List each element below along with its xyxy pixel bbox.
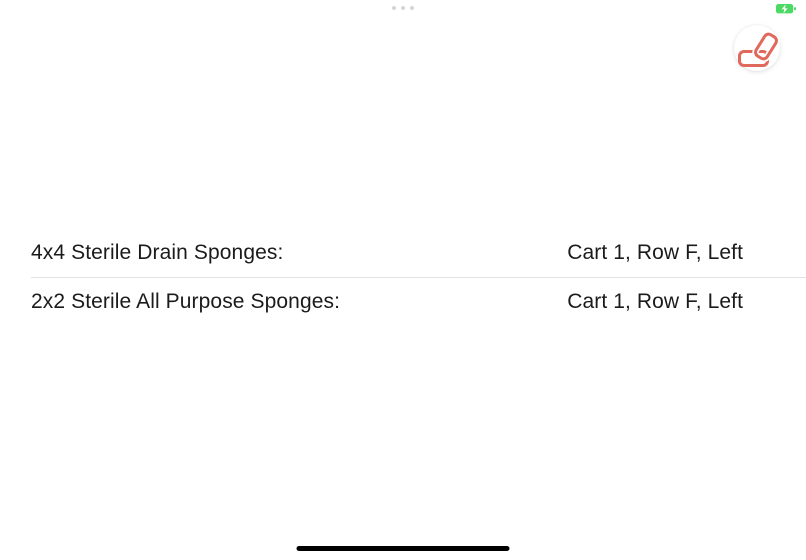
multitask-dot xyxy=(392,6,396,10)
list-item: 4x4 Sterile Drain Sponges: Cart 1, Row F… xyxy=(0,229,806,277)
supply-name-label: 4x4 Sterile Drain Sponges: xyxy=(31,241,284,265)
supply-location-list: 4x4 Sterile Drain Sponges: Cart 1, Row F… xyxy=(0,229,806,326)
supply-location-value: Cart 1, Row F, Left xyxy=(567,241,743,265)
home-indicator[interactable] xyxy=(296,546,510,551)
row-divider xyxy=(31,277,806,278)
multitasking-indicator[interactable] xyxy=(392,6,414,10)
linked-sponges-icon xyxy=(738,30,780,67)
battery-charging-icon xyxy=(776,4,796,14)
multitask-dot xyxy=(410,6,414,10)
list-item: 2x2 Sterile All Purpose Sponges: Cart 1,… xyxy=(0,278,806,326)
supply-location-value: Cart 1, Row F, Left xyxy=(567,290,743,314)
supply-name-label: 2x2 Sterile All Purpose Sponges: xyxy=(31,290,341,314)
multitask-dot xyxy=(401,6,405,10)
sponge-locator-button[interactable] xyxy=(734,25,780,71)
